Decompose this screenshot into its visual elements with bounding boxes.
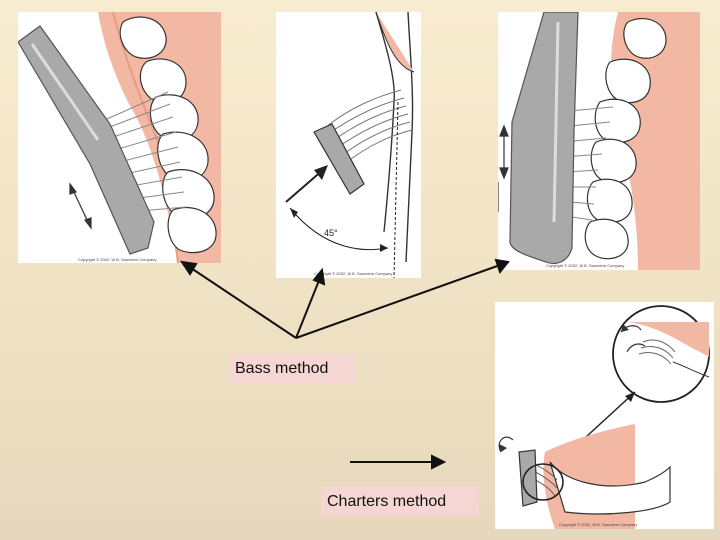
- bass-illustration-3: Copyright © 2002, W.B. Saunders Company: [498, 12, 700, 270]
- bass-illustration-1-drawing: [18, 12, 221, 263]
- bass-illustration-3-drawing: [498, 12, 700, 270]
- copyright-text: Copyright © 2002, W.B. Saunders Company: [78, 257, 157, 262]
- copyright-text: Copyright © 2002, W.B. Saunders Company: [559, 522, 638, 527]
- charters-method-label: Charters method: [321, 486, 479, 517]
- bass-method-label: Bass method: [229, 354, 355, 384]
- copyright-text: Copyright © 2002, W.B. Saunders Company: [546, 263, 625, 268]
- copyright-text: Copyright © 2002, W.B. Saunders Company: [314, 271, 393, 276]
- bass-illustration-2-drawing: [285, 12, 415, 278]
- charters-illustration: Copyright © 2002, W.B. Saunders Company: [495, 302, 714, 529]
- bass-illustration-2: 45° Copyright © 2002, W.B. Saunders Comp…: [276, 12, 421, 278]
- charters-illustration-drawing: [498, 305, 710, 529]
- bass-illustration-1: Copyright © 2002, W.B. Saunders Company: [18, 12, 221, 263]
- angle-label: 45°: [324, 228, 338, 238]
